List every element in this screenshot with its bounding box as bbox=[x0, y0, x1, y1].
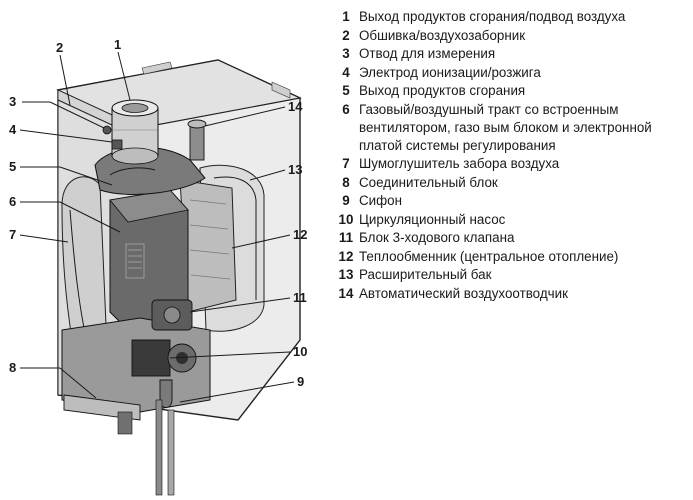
legend-item: 7 Шумоглушитель забора воздуха bbox=[333, 155, 689, 173]
legend-text: Электрод ионизации/розжига bbox=[359, 64, 541, 80]
callout-6: 6 bbox=[9, 194, 16, 209]
callout-5: 5 bbox=[9, 159, 16, 174]
callout-11: 11 bbox=[293, 290, 307, 305]
legend-item: 4 Электрод ионизации/розжига bbox=[333, 64, 689, 82]
legend-number: 6 bbox=[342, 101, 350, 117]
legend-text: Шумоглушитель забора воздуха bbox=[359, 156, 560, 171]
automatic-air-vent bbox=[187, 119, 207, 161]
legend-item: 9 Сифон bbox=[333, 192, 689, 210]
drain-pipe bbox=[155, 399, 163, 496]
legend-number: 2 bbox=[342, 27, 350, 43]
legend-item: 10 Циркуляционный насос bbox=[333, 211, 689, 229]
callout-8: 8 bbox=[9, 360, 16, 375]
legend-text: Газовый/воздушный тракт со встроенным ве… bbox=[359, 101, 652, 153]
callout-10: 10 bbox=[293, 344, 307, 359]
ignition-electrode bbox=[111, 139, 123, 150]
legend-number: 9 bbox=[342, 193, 350, 208]
legend-text: Отвод для измерения bbox=[359, 46, 496, 61]
legend-number: 4 bbox=[342, 64, 350, 80]
legend-item: 1 Выход продуктов сгорания/подвод воздуха bbox=[333, 8, 689, 26]
legend-item: 3 Отвод для измерения bbox=[333, 45, 689, 63]
legend-item: 6 Газовый/воздушный тракт со встроенным в… bbox=[333, 101, 689, 155]
legend-text: Сифон bbox=[359, 193, 403, 208]
legend-text: Расширительный бак bbox=[359, 267, 492, 282]
callout-14: 14 bbox=[288, 99, 303, 114]
legend-number: 1 bbox=[342, 9, 350, 24]
legend-number: 14 bbox=[338, 285, 354, 301]
leader-lines bbox=[19, 51, 295, 403]
flue-outlet bbox=[111, 99, 159, 165]
legend-text: Выход продуктов сгорания/подвод воздуха bbox=[359, 9, 626, 24]
legend-text: Блок 3-ходового клапана bbox=[359, 230, 515, 245]
callout-2: 2 bbox=[56, 40, 63, 55]
callout-12: 12 bbox=[293, 227, 307, 242]
legend-number: 3 bbox=[342, 46, 350, 61]
legend-item: 14 Автоматический воздухоотводчик bbox=[333, 285, 689, 303]
legend-text: Выход продуктов сгорания bbox=[359, 83, 526, 98]
three-way-valve bbox=[151, 299, 193, 331]
measurement-outlet bbox=[102, 125, 112, 135]
legend-number: 10 bbox=[338, 211, 354, 227]
callout-4: 4 bbox=[9, 122, 17, 137]
legend-item: 2 Обшивка/воздухозаборник bbox=[333, 27, 689, 45]
legend-text: Автоматический воздухоотводчик bbox=[359, 285, 568, 301]
callout-7: 7 bbox=[9, 227, 16, 242]
boiler-cutaway-diagram: 1 2 3 4 5 6 7 8 9 10 11 12 13 14 bbox=[9, 37, 307, 496]
legend-text: Теплообменник (центральное отопление) bbox=[359, 248, 619, 264]
legend-number: 11 bbox=[338, 230, 354, 245]
legend-text: Соединительный блок bbox=[359, 174, 498, 190]
callout-13: 13 bbox=[288, 162, 302, 177]
legend-item: 12 Теплообменник (центральное отопление) bbox=[333, 248, 689, 266]
callout-1: 1 bbox=[114, 37, 121, 52]
callout-3: 3 bbox=[9, 94, 16, 109]
legend-number: 12 bbox=[338, 248, 354, 264]
legend-text: Циркуляционный насос bbox=[359, 211, 506, 227]
legend-number: 13 bbox=[338, 267, 354, 282]
legend-number: 7 bbox=[342, 156, 350, 171]
legend-item: 13 Расширительный бак bbox=[333, 266, 689, 284]
legend-number: 8 bbox=[342, 174, 350, 190]
callout-9: 9 bbox=[297, 374, 304, 389]
legend-item: 11 Блок 3-ходового клапана bbox=[333, 229, 689, 247]
legend-text: Обшивка/воздухозаборник bbox=[359, 27, 526, 43]
parts-legend: 1 Выход продуктов сгорания/подвод воздуха… bbox=[333, 8, 689, 303]
legend-item: 5 Выход продуктов сгорания bbox=[333, 82, 689, 100]
circulation-pump bbox=[131, 339, 197, 377]
legend-number: 5 bbox=[342, 83, 350, 98]
legend-item: 8 Соединительный блок bbox=[333, 174, 689, 192]
